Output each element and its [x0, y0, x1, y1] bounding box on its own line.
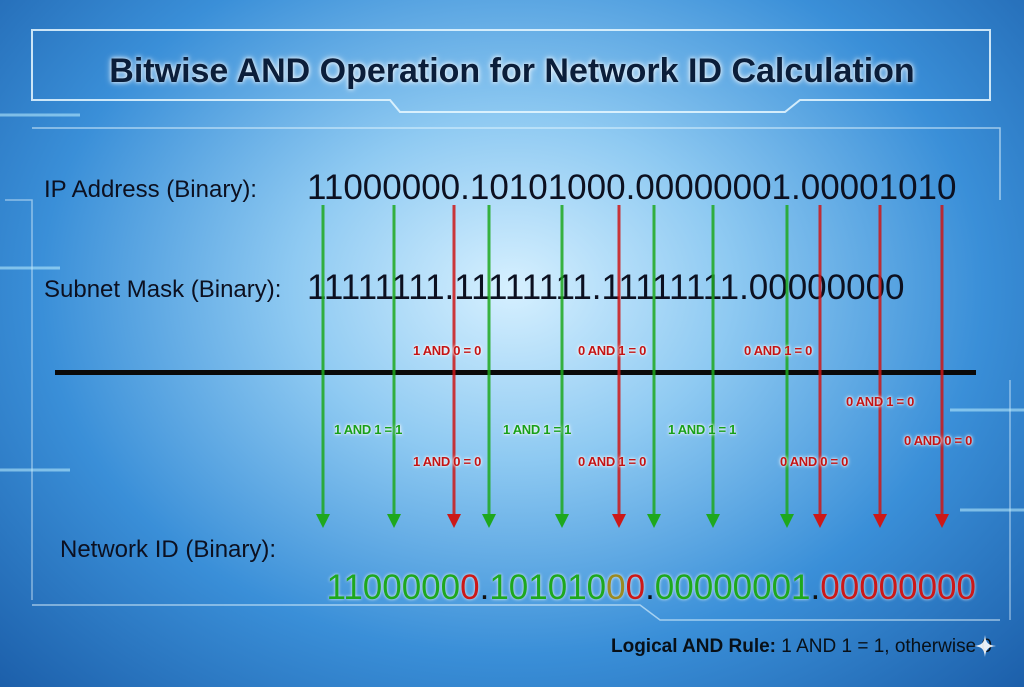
- arrow-1-and-1: [482, 205, 496, 528]
- network-id-dot: .: [645, 568, 655, 607]
- arrow-1-and-1: [555, 205, 569, 528]
- network-id-match-part: 00000001: [654, 568, 811, 607]
- network-id-match-part: 1100000: [326, 568, 461, 607]
- arrow-1-and-1: [706, 205, 720, 528]
- ip-address-label: IP Address (Binary):: [44, 176, 257, 203]
- arrow-0-and-0: [935, 205, 949, 528]
- network-id-dot: .: [479, 568, 490, 607]
- arrow-1-and-0: [447, 205, 461, 528]
- arrow-1-and-1: [647, 205, 661, 528]
- page-title: Bitwise AND Operation for Network ID Cal…: [109, 52, 915, 90]
- annotation-1-and-0: 1 AND 0 = 0: [412, 343, 482, 358]
- network-id-mixed-part: 0: [606, 568, 626, 607]
- annotation-0-and-1: 0 AND 1 = 0: [845, 394, 915, 409]
- annotation-0-and-1: 0 AND 1 = 0: [743, 343, 813, 358]
- network-id-dot: .: [810, 568, 821, 607]
- arrow-0-and-1: [612, 205, 626, 528]
- network-id-label: Network ID (Binary):: [60, 536, 277, 563]
- annotation-0-and-0: 0 AND 0 = 0: [903, 433, 973, 448]
- annotation-1-and-1: 1 AND 1 = 1: [667, 422, 737, 437]
- annotation-0-and-1: 0 AND 1 = 0: [577, 454, 647, 469]
- arrow-1-and-1: [316, 205, 330, 528]
- arrow-0-and-1: [873, 205, 887, 528]
- and-rule-text: 1 AND 1 = 1, otherwise 0: [776, 636, 992, 657]
- arrow-1-and-1: [780, 205, 794, 528]
- ip-address-binary: 11000000.10101000.00000001.00001010: [307, 168, 957, 207]
- network-id-zero-part: 00000000: [820, 568, 976, 607]
- arrow-0-and-0: [813, 205, 827, 528]
- network-id-zero-part: 0: [460, 568, 480, 607]
- arrow-1-and-1: [387, 205, 401, 528]
- subnet-mask-binary: 11111111.11111111.11111111.00000000: [307, 268, 905, 307]
- annotation-1-and-1: 1 AND 1 = 1: [333, 422, 403, 437]
- network-id-zero-part: 0: [625, 568, 646, 607]
- and-rule-label: Logical AND Rule:: [610, 636, 777, 657]
- annotation-1-and-0: 1 AND 0 = 0: [412, 454, 482, 469]
- sparkle-icon: [974, 635, 996, 657]
- and-rule-note: Logical AND Rule: 1 AND 1 = 1, otherwise…: [611, 636, 992, 658]
- annotation-0-and-1: 0 AND 1 = 0: [577, 343, 647, 358]
- divider-line: [55, 370, 976, 375]
- annotation-0-and-0: 0 AND 0 = 0: [779, 454, 849, 469]
- network-id-binary: 11000000.10101000.00000001.00000000: [307, 528, 976, 608]
- annotation-1-and-1: 1 AND 1 = 1: [502, 422, 572, 437]
- subnet-mask-label: Subnet Mask (Binary):: [44, 276, 282, 303]
- network-id-match-part: 101010: [489, 568, 607, 607]
